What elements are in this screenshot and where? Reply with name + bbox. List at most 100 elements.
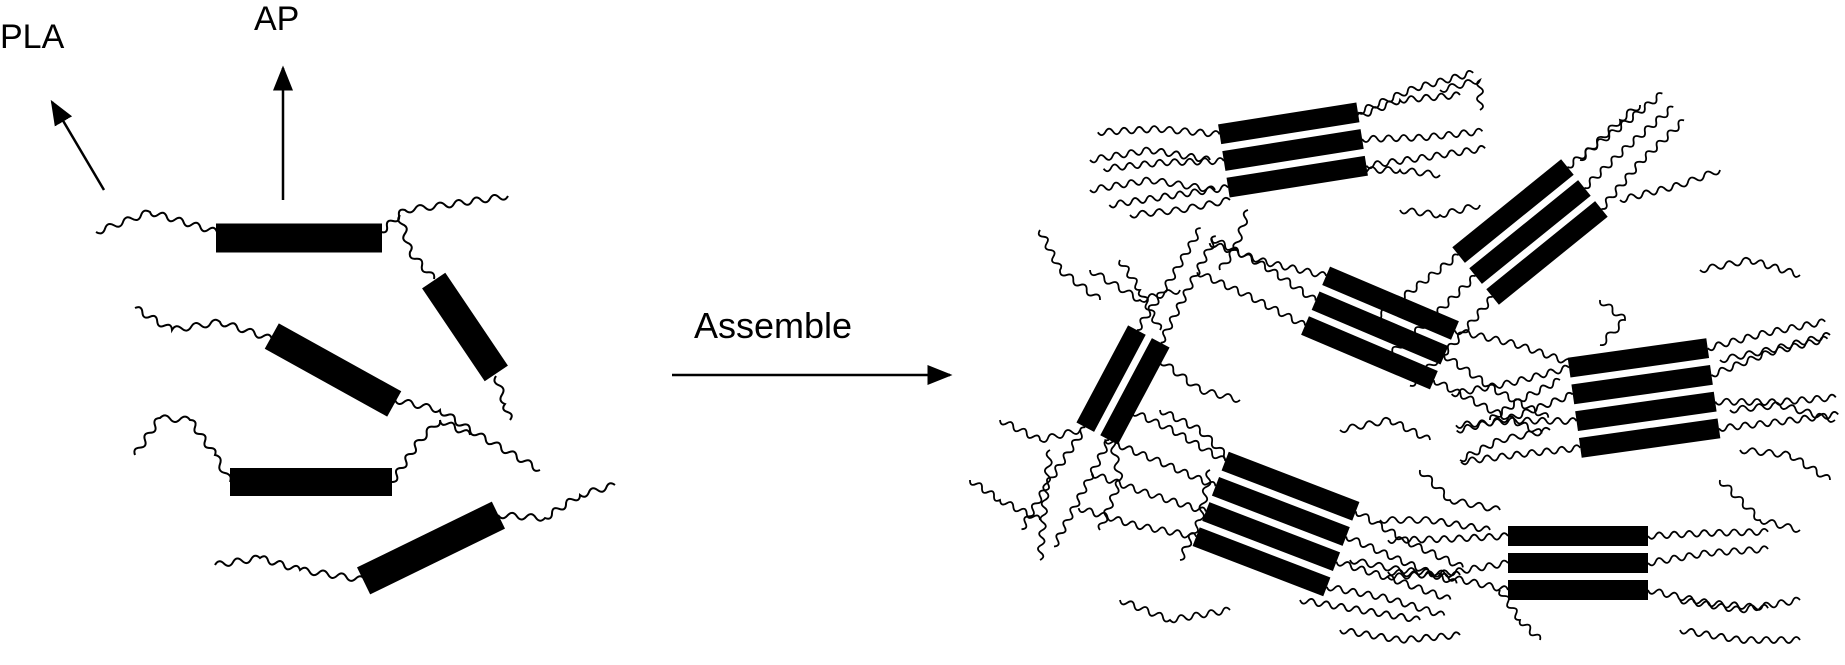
bundle-3-coil-1a [1208, 242, 1327, 278]
bundle-1-coil-1b [1357, 69, 1474, 115]
entangled-coil-26 [1159, 409, 1231, 462]
coil-chain-3a [134, 306, 273, 340]
entangled-coil-32 [1299, 598, 1421, 622]
bundle-7-coil-2b [1647, 545, 1769, 567]
bundle-1-rod-1 [1218, 102, 1360, 145]
bundle-6-coil-3a [1090, 473, 1207, 513]
assembled-bundles [969, 69, 1839, 644]
bundle-4-rod-2 [1100, 338, 1170, 445]
bundle-3-coil-2b [1443, 355, 1550, 418]
bundle-2-coil-2b [1584, 105, 1674, 190]
ap-label: AP [254, 0, 299, 38]
entangled-coil-4 [1218, 209, 1249, 271]
entangled-coil-10 [1619, 169, 1721, 203]
coil-chain-2a [397, 214, 436, 280]
entangled-coil-37 [1679, 628, 1801, 644]
bundle-5-coil-4a [1460, 444, 1582, 466]
bundle-6-coil-1a [1117, 404, 1227, 462]
bundle-1-rod-2 [1222, 129, 1364, 171]
entangled-coil-17 [1489, 377, 1561, 421]
entangled-coil-33 [1339, 628, 1461, 644]
bundle-6-coil-4a [1077, 507, 1197, 539]
bundle-7-coil-2a [1387, 559, 1509, 581]
bundle-5-coil-1a [1450, 364, 1570, 398]
bundle-2-rod-1 [1452, 159, 1574, 263]
bundle-1-coil-3a [1108, 184, 1229, 209]
coil-chain-4a [133, 414, 232, 483]
entangled-coil-6 [1359, 166, 1441, 179]
coil-chain-5a [214, 554, 366, 582]
rigid-rod-block-3 [264, 323, 402, 417]
entangled-coil-24 [1097, 429, 1124, 531]
entangled-coil-20 [1089, 269, 1181, 303]
entangled-coil-11 [1599, 299, 1626, 347]
bundle-3-rod-3 [1301, 316, 1438, 390]
rigid-rod-block-4 [230, 468, 392, 496]
entangled-coil-15 [1739, 447, 1831, 481]
bundle-3-coil-3b [1433, 380, 1543, 434]
bundle-2-coil-3b [1601, 119, 1685, 210]
coil-chain-3b [394, 398, 541, 472]
bundle-4-coil-1a [1021, 426, 1086, 531]
entangled-coil-7 [1399, 204, 1481, 219]
entangled-coil-5 [1349, 91, 1461, 123]
bundle-1-coil-3b [1365, 145, 1486, 170]
entangled-coil-23 [1037, 449, 1053, 561]
assemble-label: Assemble [694, 305, 852, 346]
entangled-coil-38 [1118, 259, 1163, 331]
entangled-coil-3 [1129, 196, 1231, 219]
entangled-coil-14 [1729, 401, 1836, 423]
coil-chain-1b [380, 193, 509, 234]
bundle-4-rod-1 [1076, 325, 1146, 432]
coil-chain-4b [391, 419, 471, 483]
bundle-6-coil-2b [1345, 536, 1458, 584]
bundle-6-coil-1b [1355, 511, 1464, 568]
bundle-3-rod-2 [1311, 291, 1449, 365]
bundle-1-coil-2a [1102, 157, 1225, 173]
bundle-6-rod-1 [1221, 451, 1360, 521]
bundle-3-coil-3a [1196, 272, 1306, 326]
coil-chain-5b [497, 482, 616, 522]
rigid-rod-block-5 [357, 501, 505, 595]
entangled-coil-36 [1679, 596, 1801, 614]
entangled-coil-8 [1439, 77, 1484, 111]
bundle-7-rod-1 [1508, 526, 1648, 546]
entangled-coil-31 [1349, 558, 1461, 578]
bundle-7-rod-2 [1508, 553, 1648, 573]
bundle-4-coil-2a [1053, 439, 1110, 548]
bundle-1-rod-3 [1226, 155, 1368, 198]
bundle-5-coil-3b [1714, 393, 1837, 406]
entangled-coil-27 [1179, 469, 1212, 561]
entangled-coil-2 [1089, 176, 1216, 194]
unassembled-molecules [95, 193, 616, 595]
bundle-2-rod-3 [1486, 201, 1608, 305]
entangled-coil-29 [1418, 469, 1501, 512]
entangled-coil-34 [1119, 599, 1231, 624]
coil-chain-2b [493, 375, 513, 421]
bundle-3-coil-2a [1210, 238, 1317, 301]
bundle-3-rod-1 [1322, 266, 1459, 340]
rigid-rod-block-2 [422, 272, 508, 382]
bundle-1-coil-1a [1097, 125, 1221, 138]
bundle-5-coil-4b [1718, 411, 1839, 432]
bundle-5-coil-2a [1456, 391, 1574, 434]
entangled-coil-22 [969, 479, 1041, 521]
bundle-6-coil-4b [1325, 585, 1446, 617]
bundle-5-rod-4 [1578, 418, 1721, 458]
bundle-4-coil-2b [1160, 235, 1216, 344]
bundle-7-coil-1b [1647, 527, 1769, 540]
coil-chain-1a [95, 209, 218, 235]
entangled-coil-16 [1718, 479, 1801, 533]
bundle-5-rod-2 [1571, 364, 1713, 405]
rigid-rod-block-1 [216, 223, 382, 253]
entangled-coil-21 [999, 419, 1081, 443]
bundle-2-rod-2 [1469, 180, 1591, 284]
bundle-6-rod-3 [1202, 502, 1341, 572]
entangled-coil-1 [1089, 146, 1211, 164]
entangled-coil-25 [1159, 359, 1241, 403]
bundle-6-rod-4 [1192, 527, 1331, 597]
bundle-4-coil-1b [1136, 227, 1201, 332]
bundle-6-coil-2a [1104, 439, 1217, 487]
entangled-coil-13 [1719, 332, 1831, 364]
